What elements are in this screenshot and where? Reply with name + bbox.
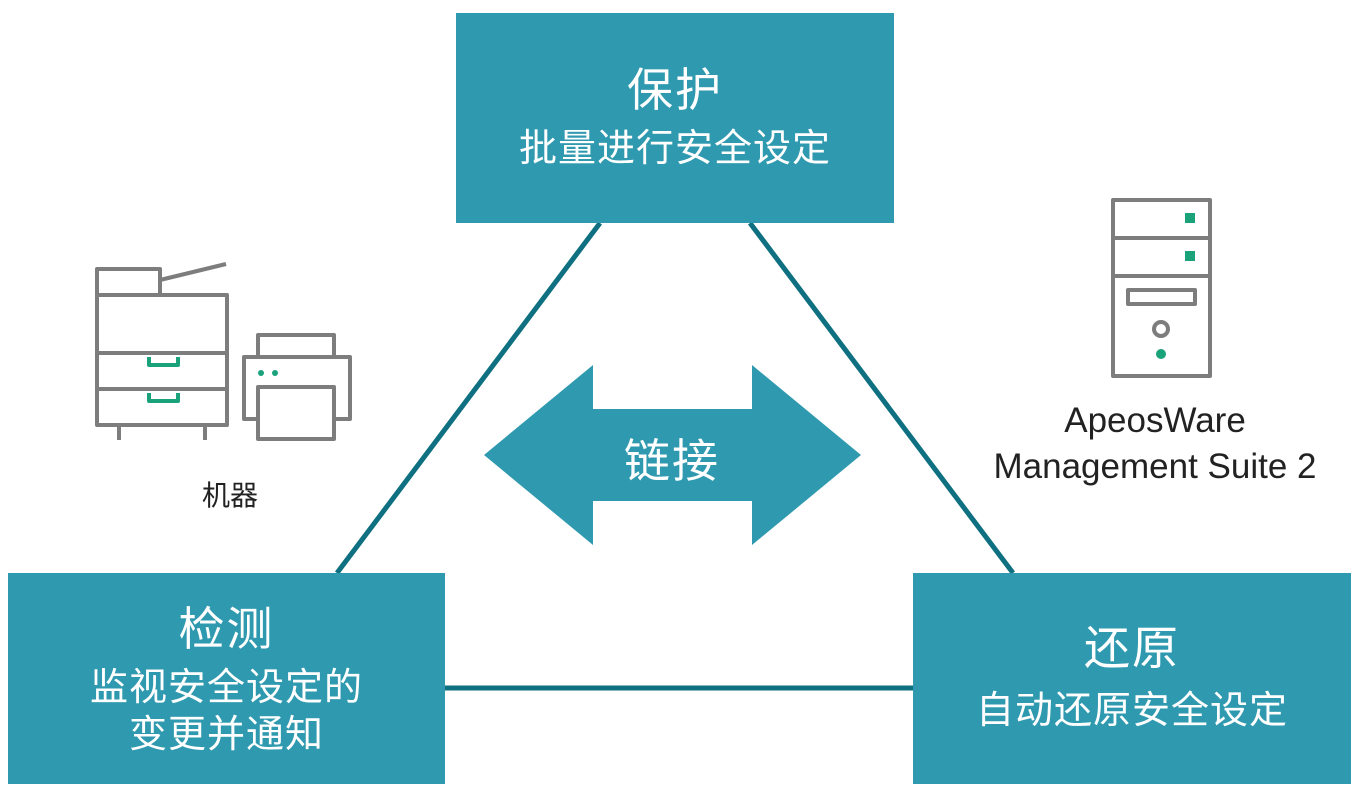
line-protect-restore <box>748 221 1015 575</box>
restore-box: 还原 自动还原安全设定 <box>913 573 1351 784</box>
restore-title: 还原 <box>1084 621 1180 676</box>
detect-title: 检测 <box>178 602 275 657</box>
software-name-line1: ApeosWare <box>1064 401 1246 440</box>
line-protect-detect <box>335 221 602 575</box>
multifunction-printer-icon <box>95 262 229 440</box>
printer-icon <box>242 333 352 441</box>
protect-box: 保护 批量进行安全设定 <box>456 13 894 223</box>
link-label: 链接 <box>624 434 720 488</box>
protect-subtitle: 批量进行安全设定 <box>518 125 831 170</box>
software-label: ApeosWare Management Suite 2 <box>950 398 1360 489</box>
restore-subtitle: 自动还原安全设定 <box>975 688 1288 733</box>
device-label: 机器 <box>201 480 258 511</box>
detect-subtitle-line1: 监视安全设定的 <box>89 664 363 709</box>
detect-subtitle-line2: 变更并通知 <box>128 712 324 757</box>
software-name-line2: Management Suite 2 <box>993 446 1317 486</box>
detect-box: 检测 监视安全设定的 变更并通知 <box>8 573 445 784</box>
server-icon <box>1111 198 1212 378</box>
double-arrow-icon <box>484 365 861 545</box>
protect-title: 保护 <box>627 62 723 117</box>
